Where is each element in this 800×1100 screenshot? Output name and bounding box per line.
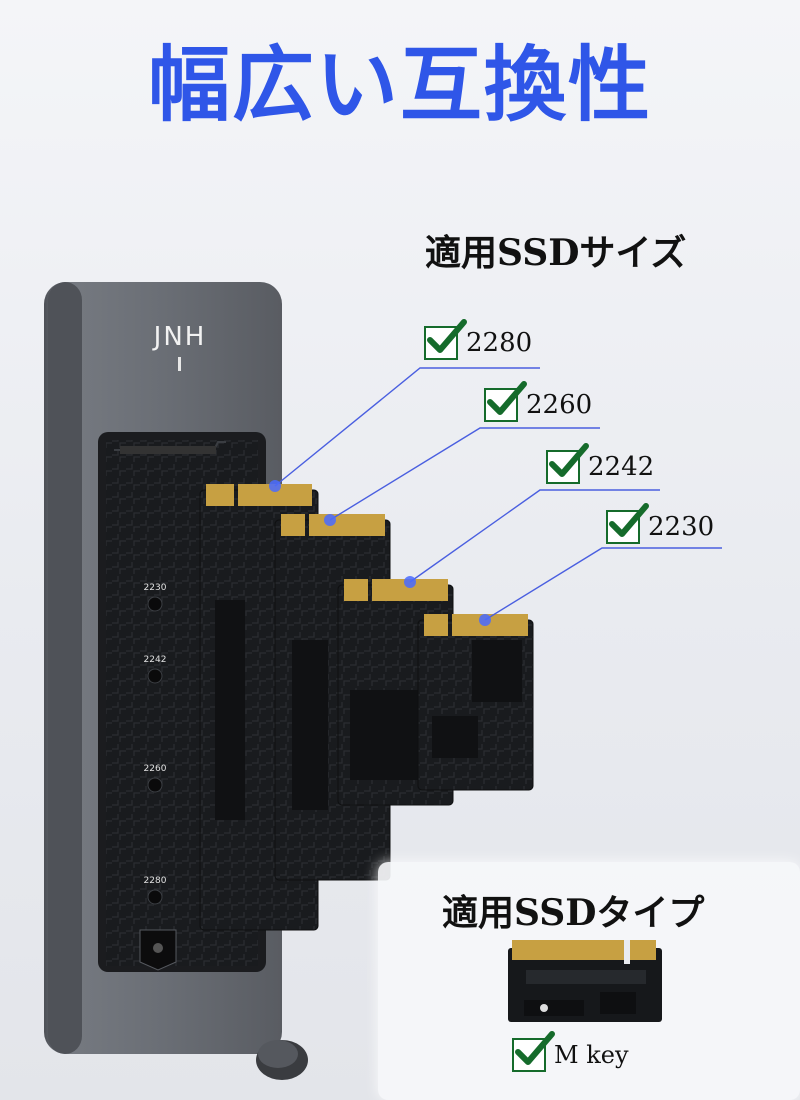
supported-type-title: 適用SSDタイプ [442, 892, 705, 934]
size-label-2280: 2280 [424, 319, 533, 360]
size-text: 2230 [648, 512, 715, 542]
size-text: 2242 [588, 452, 655, 482]
checkmark-icon [484, 381, 527, 422]
size-label-2242: 2242 [546, 443, 655, 484]
headline: 幅広い互換性 [147, 38, 652, 133]
slot-marking-2230: 2230 [144, 583, 167, 593]
m-key-text: M key [554, 1041, 629, 1069]
checkmark-icon [606, 503, 649, 544]
checkmark-icon [512, 1031, 555, 1072]
slot-marking-2280: 2280 [144, 876, 167, 886]
size-label-2260: 2260 [484, 381, 593, 422]
screw-stopper [256, 1040, 308, 1080]
supported-sizes-title: 適用SSDサイズ [425, 232, 687, 274]
m-key-label: M key [512, 1031, 629, 1072]
checkmark-icon [546, 443, 589, 484]
leader-lines [274, 367, 722, 621]
size-label-2230: 2230 [606, 503, 715, 544]
checkmark-icon [424, 319, 467, 360]
brand-logo: JNH [152, 322, 207, 352]
slot-marking-2242: 2242 [144, 655, 167, 665]
slot-marking-2260: 2260 [144, 764, 167, 774]
m-key-ssd-image [508, 940, 662, 1022]
ssd-card-2230 [417, 614, 534, 791]
size-text: 2280 [466, 328, 533, 358]
slot-markings: 2230 2242 2260 2280 [144, 583, 167, 886]
size-text: 2260 [526, 390, 593, 420]
